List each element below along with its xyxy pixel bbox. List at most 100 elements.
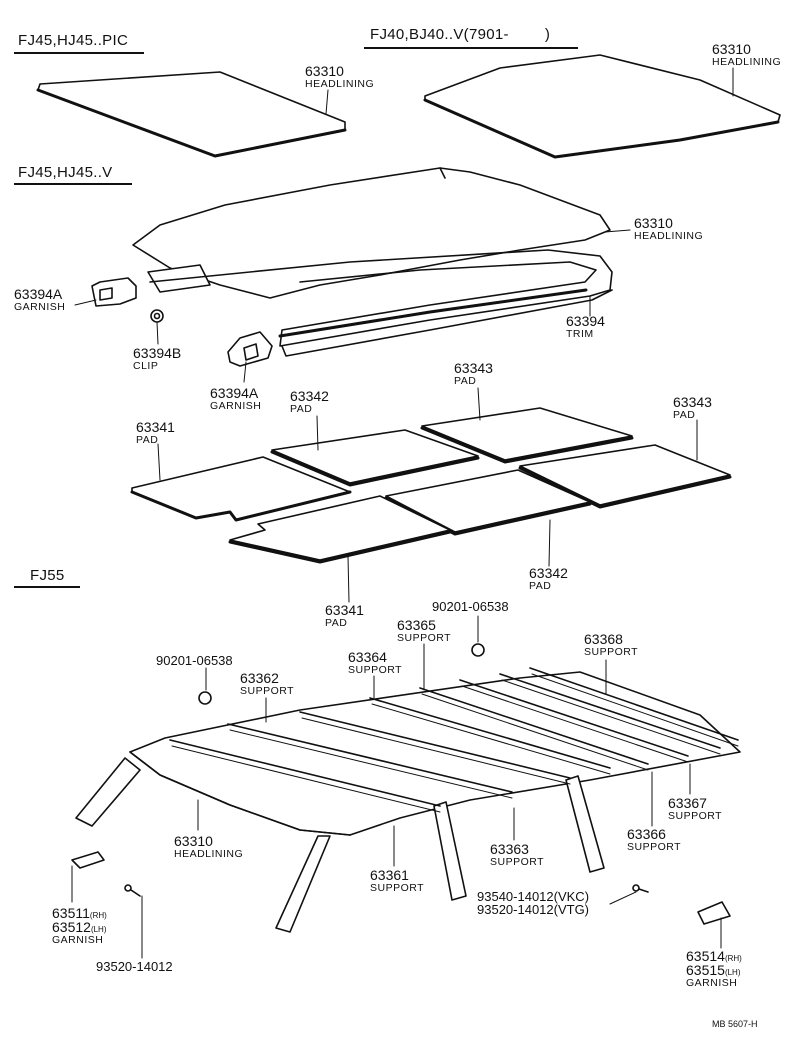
label-garnish-b-num-rh: 63514: [686, 948, 725, 964]
label-garnish-a-name: GARNISH: [52, 934, 104, 946]
section-title-fj55: FJ55: [30, 567, 65, 584]
label-support-63367-num: 63367: [668, 795, 707, 811]
leader-lines: [71, 67, 734, 959]
label-trim-num: 63394: [566, 313, 605, 329]
headlining-pic-panel: [36, 71, 347, 158]
screw-b-part: [632, 884, 649, 893]
label-garnish-b-num-lh: 63515: [686, 962, 725, 978]
garnish-rh-lh-a-part: [71, 851, 105, 869]
label-pad-63341-a-num: 63341: [136, 419, 175, 435]
garnish-left-part: [91, 277, 137, 307]
label-support-63362-name: SUPPORT: [240, 685, 295, 697]
fj55-headlining-assembly: [75, 643, 741, 933]
label-bolt-a-num: 90201-06538: [156, 653, 233, 668]
label-support-63365-name: SUPPORT: [397, 632, 452, 644]
label-garnish-a-tag-lh: (LH): [90, 925, 107, 934]
label-garnish-a-tag-rh: (RH): [89, 911, 107, 920]
label-screw-b-line-a: 93540-14012(VKC): [477, 889, 590, 904]
label-garnish-b-name: GARNISH: [686, 977, 738, 989]
label-pad-63343-a-name: PAD: [454, 375, 477, 387]
label-screw-a: 93520-14012: [96, 960, 173, 973]
label-garnish-mid-num: 63394A: [210, 385, 259, 401]
label-garnish-left-num: 63394A: [14, 286, 63, 302]
pad-63342-a-panel: [270, 429, 480, 487]
label-support-63365-num: 63365: [397, 617, 436, 633]
label-support-63368-name: SUPPORT: [584, 646, 639, 658]
label-support-63363-num: 63363: [490, 841, 529, 857]
label-headlining-fj40-num: 63310: [712, 41, 751, 57]
label-clip-name: CLIP: [133, 360, 159, 372]
label-pad-63342-b-name: PAD: [529, 580, 552, 592]
trim-rail: [147, 249, 613, 357]
label-garnish-rh-lh-b: 63514(RH) 63515(LH) GARNISH: [686, 949, 742, 989]
label-pad-63343-b-num: 63343: [673, 394, 712, 410]
label-pad-63341-b-num: 63341: [325, 602, 364, 618]
pad-63343-a-panel: [420, 407, 634, 464]
section-underline-fj40: [364, 47, 578, 49]
label-pad-63341-b-name: PAD: [325, 617, 348, 629]
section-title-v: FJ45,HJ45..V: [18, 164, 113, 181]
label-headlining-v-num: 63310: [634, 215, 673, 231]
label-support-63361-name: SUPPORT: [370, 882, 425, 894]
garnish-mid-part: [227, 331, 273, 367]
label-bolt-b-num: 90201-06538: [432, 599, 509, 614]
label-support-63362-num: 63362: [240, 670, 279, 686]
label-pad-63342-a-name: PAD: [290, 403, 313, 415]
pad-63343-b-panel: [518, 444, 732, 509]
label-bolt-a: 90201-06538: [156, 654, 233, 667]
screw-a-part: [124, 884, 141, 897]
label-pad-63343-b-name: PAD: [673, 409, 696, 421]
label-pad-63343-a-num: 63343: [454, 360, 493, 376]
section-title-fj40-text: FJ40,BJ40..V(7901-: [370, 26, 509, 43]
label-screw-a-num: 93520-14012: [96, 959, 173, 974]
label-support-63363-name: SUPPORT: [490, 856, 545, 868]
label-trim-name: TRIM: [566, 328, 594, 340]
label-screw-b-line-b: 93520-14012(VTG): [477, 902, 590, 917]
label-garnish-rh-lh-a: 63511(RH) 63512(LH) GARNISH: [52, 906, 107, 946]
label-clip-num: 63394B: [133, 345, 182, 361]
section-underline-v: [14, 183, 132, 185]
label-garnish-b-tag-lh: (LH): [724, 968, 741, 977]
label-pad-63341-a-name: PAD: [136, 434, 159, 446]
headlining-fj40-panel: [423, 54, 781, 159]
label-support-63366-num: 63366: [627, 826, 666, 842]
diagram-reference-code: MB 5607-H: [712, 1019, 758, 1029]
pad-63341-b-panel: [228, 495, 452, 564]
label-pad-63342-a-num: 63342: [290, 388, 329, 404]
label-pad-63342-b-num: 63342: [529, 565, 568, 581]
label-support-63368-num: 63368: [584, 631, 623, 647]
label-headlining-fj40-name: HEADLINING: [712, 56, 782, 68]
pad-63341-a-panel: [130, 456, 352, 522]
section-title-fj40-close: ): [544, 26, 551, 43]
label-headlining-pic-name: HEADLINING: [305, 78, 375, 90]
label-garnish-a-num-lh: 63512: [52, 919, 91, 935]
label-garnish-left-name: GARNISH: [14, 301, 66, 313]
section-underline-fj55: [14, 586, 80, 588]
garnish-rh-lh-b-part: [697, 901, 731, 925]
label-support-63361-num: 63361: [370, 867, 409, 883]
label-headlining-v-name: HEADLINING: [634, 230, 704, 242]
label-bolt-b: 90201-06538: [432, 600, 509, 613]
section-underline-pic: [14, 52, 144, 54]
label-support-63367-name: SUPPORT: [668, 810, 723, 822]
